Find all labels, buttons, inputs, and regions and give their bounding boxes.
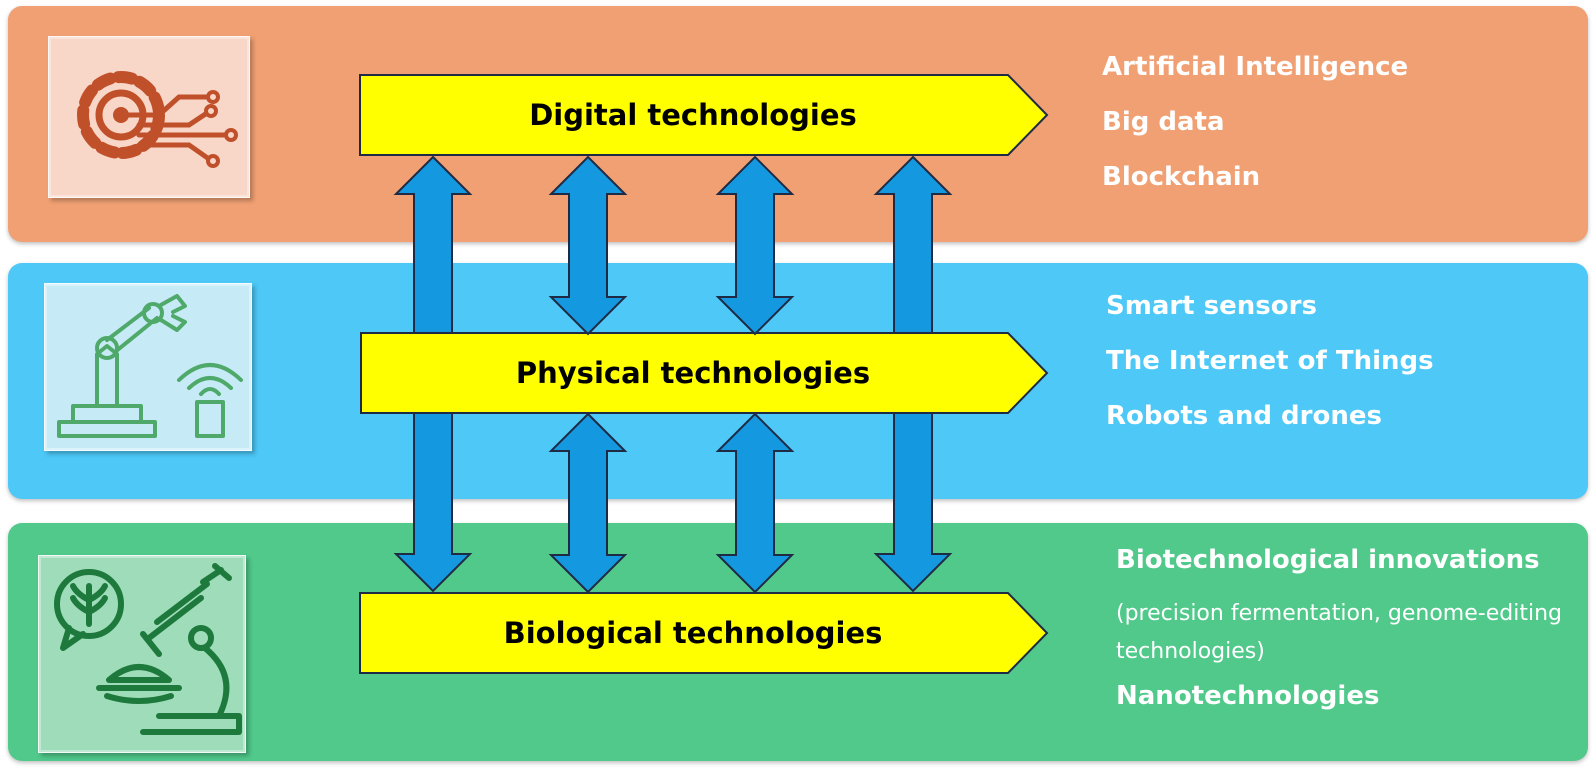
feature-internet-of-things: The Internet of Things (1106, 346, 1434, 376)
double-arrow-physical-biological-1 (548, 412, 628, 594)
biological-technologies-label: Biological technologies (504, 616, 883, 650)
double-arrow-digital-physical-1 (548, 155, 628, 336)
feature-biotechnological-innovations: Biotechnological innovations (1116, 545, 1540, 575)
double-arrow-digital-physical-2 (715, 155, 795, 336)
gear-circuit-icon (48, 36, 250, 198)
digital-band: Artificial Intelligence Big data Blockch… (8, 6, 1588, 242)
biological-technologies-arrow (359, 592, 1049, 674)
feature-biotech-examples: (precision fermentation, genome-editing … (1116, 601, 1562, 664)
feature-nanotechnologies: Nanotechnologies (1116, 681, 1380, 711)
feature-big-data: Big data (1102, 107, 1225, 137)
robot-arm-sensor-icon (44, 283, 252, 451)
feature-artificial-intelligence: Artificial Intelligence (1102, 52, 1409, 82)
digital-technologies-arrow (359, 74, 1049, 156)
microscope-grain-icon (38, 555, 246, 753)
physical-technologies-arrow (360, 332, 1049, 414)
feature-robots-and-drones: Robots and drones (1106, 401, 1382, 431)
double-arrow-physical-biological-2 (715, 412, 795, 594)
feature-blockchain: Blockchain (1102, 162, 1261, 192)
digital-technologies-label: Digital technologies (529, 98, 857, 132)
feature-smart-sensors: Smart sensors (1106, 291, 1317, 321)
physical-technologies-label: Physical technologies (516, 356, 870, 390)
